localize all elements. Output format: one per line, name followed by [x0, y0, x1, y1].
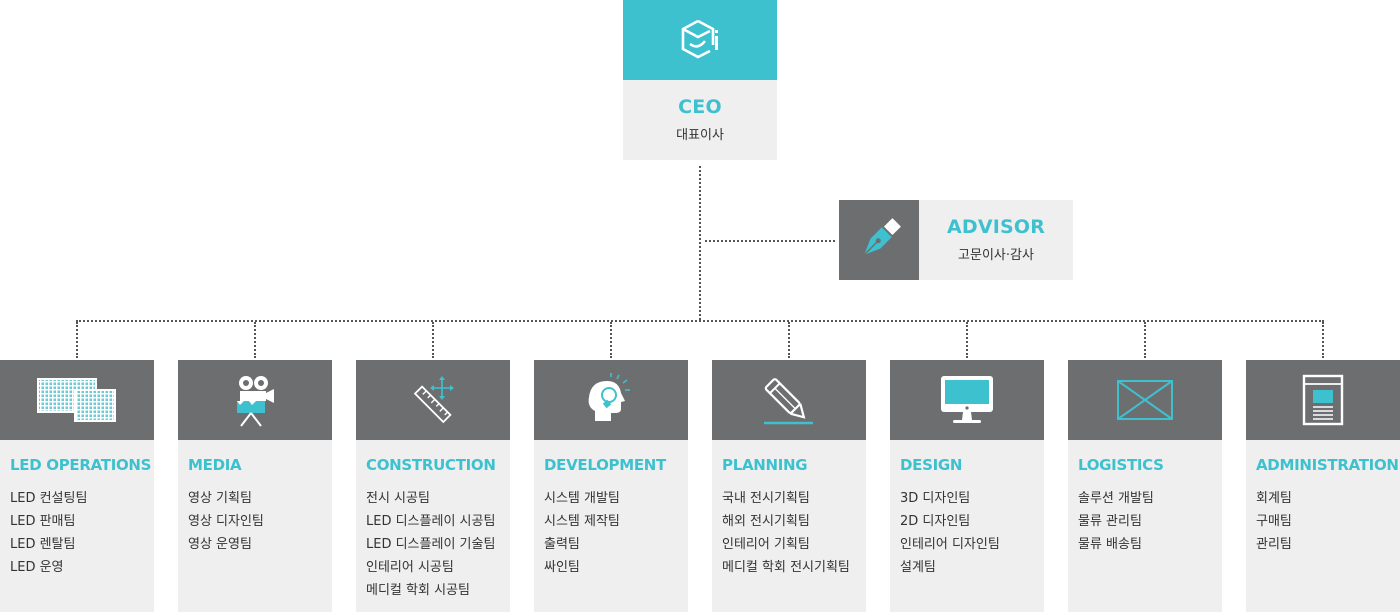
- team-member: 3D 디자인팀: [900, 491, 971, 506]
- team-member: 싸인팀: [544, 560, 580, 575]
- team-member: 영상 운영팀: [188, 537, 252, 552]
- head-lightbulb-icon: [588, 373, 630, 421]
- team-card-administration: ADMINISTRATION 회계팀 구매팀 관리팀: [1246, 360, 1400, 612]
- team-member: 영상 기획팀: [188, 491, 252, 506]
- team-name: DESIGN: [900, 456, 963, 474]
- team-member: 해외 전시기획팀: [722, 514, 810, 529]
- movie-camera-icon: [237, 376, 274, 427]
- team-member: LED 디스플레이 시공팀: [366, 514, 496, 529]
- monitor-icon: [941, 376, 993, 423]
- team-member: 메디컬 학회 시공팀: [366, 583, 470, 598]
- team-member: 인테리어 기획팀: [722, 537, 810, 552]
- team-icon-box: [1246, 360, 1400, 440]
- advisor-box: ADVISOR 고문이사·감사: [919, 200, 1073, 280]
- team-member: 설계팀: [900, 560, 936, 575]
- fountain-pen-icon: [863, 218, 901, 256]
- team-member: 시스템 제작팀: [544, 514, 620, 529]
- team-connector-line: [610, 322, 612, 358]
- team-card-led-operations: LED OPERATIONS LED 컨설팅팀 LED 판매팀 LED 렌탈팀 …: [0, 360, 154, 612]
- team-member: 솔루션 개발팀: [1078, 491, 1154, 506]
- team-name: ADMINISTRATION: [1256, 456, 1399, 474]
- team-connector-line: [1322, 322, 1324, 358]
- team-connector-line: [76, 322, 78, 358]
- team-member: 전시 시공팀: [366, 491, 430, 506]
- ceo-title: CEO: [678, 96, 722, 118]
- team-card-logistics: LOGISTICS 솔루션 개발팀 물류 관리팀 물류 배송팀: [1068, 360, 1222, 612]
- team-card-media: MEDIA 영상 기획팀 영상 디자인팀 영상 운영팀: [178, 360, 332, 612]
- team-icon-box: [534, 360, 688, 440]
- team-member: LED 운영: [10, 560, 64, 575]
- team-member: 물류 배송팀: [1078, 537, 1142, 552]
- advisor-connector-line: [705, 240, 835, 242]
- team-icon-box: [356, 360, 510, 440]
- ceo-subtitle: 대표이사: [676, 128, 724, 143]
- team-member: 물류 관리팀: [1078, 514, 1142, 529]
- team-connector-line: [254, 322, 256, 358]
- team-name: MEDIA: [188, 456, 242, 474]
- team-name: PLANNING: [722, 456, 808, 474]
- team-name: LED OPERATIONS: [10, 456, 152, 474]
- pencil-icon: [764, 378, 813, 425]
- company-logo-icon: [681, 19, 718, 59]
- team-connector-line: [788, 322, 790, 358]
- team-member: LED 디스플레이 기술팀: [366, 537, 496, 552]
- team-icon-box: [1068, 360, 1222, 440]
- team-member: 회계팀: [1256, 491, 1292, 506]
- team-icon-box: [178, 360, 332, 440]
- team-member: 국내 전시기획팀: [722, 491, 810, 506]
- team-card-design: DESIGN 3D 디자인팀 2D 디자인팀 인테리어 디자인팀 설계팀: [890, 360, 1044, 612]
- led-panel-icon: [37, 378, 116, 422]
- advisor-icon-box: [839, 200, 919, 280]
- team-member: LED 렌탈팀: [10, 537, 76, 552]
- team-card-development: DEVELOPMENT 시스템 개발팀 시스템 제작팀 출력팀 싸인팀: [534, 360, 688, 612]
- team-name: LOGISTICS: [1078, 456, 1164, 474]
- team-member: 메디컬 학회 전시기획팀: [722, 560, 850, 575]
- team-connector-line: [966, 322, 968, 358]
- envelope-icon: [1117, 380, 1173, 420]
- ruler-icon: [413, 376, 454, 424]
- document-icon: [1302, 374, 1344, 426]
- team-member: LED 판매팀: [10, 514, 76, 529]
- team-icon-box: [712, 360, 866, 440]
- team-member: 구매팀: [1256, 514, 1292, 529]
- team-connector-line: [432, 322, 434, 358]
- team-member: 시스템 개발팀: [544, 491, 620, 506]
- team-name: DEVELOPMENT: [544, 456, 666, 474]
- team-card-construction: CONSTRUCTION 전시 시공팀 LED 디스플레이 시공팀 LED 디스…: [356, 360, 510, 612]
- team-member: 인테리어 디자인팀: [900, 537, 1000, 552]
- team-connector-line: [1144, 322, 1146, 358]
- team-member: LED 컨설팅팀: [10, 491, 88, 506]
- team-icon-box: [0, 360, 154, 440]
- team-name: CONSTRUCTION: [366, 456, 496, 474]
- team-card-planning: PLANNING 국내 전시기획팀 해외 전시기획팀 인테리어 기획팀 메디컬 …: [712, 360, 866, 612]
- team-member: 관리팀: [1256, 537, 1292, 552]
- team-icon-box: [890, 360, 1044, 440]
- team-member: 영상 디자인팀: [188, 514, 264, 529]
- team-member: 2D 디자인팀: [900, 514, 971, 529]
- teams-connector-line: [76, 320, 1324, 322]
- team-member: 출력팀: [544, 537, 580, 552]
- ceo-connector-line: [699, 166, 701, 320]
- team-member: 인테리어 시공팀: [366, 560, 454, 575]
- advisor-subtitle: 고문이사·감사: [958, 248, 1034, 263]
- ceo-box: CEO 대표이사: [623, 80, 777, 160]
- advisor-title: ADVISOR: [946, 216, 1046, 238]
- ceo-logo-box: [623, 0, 777, 80]
